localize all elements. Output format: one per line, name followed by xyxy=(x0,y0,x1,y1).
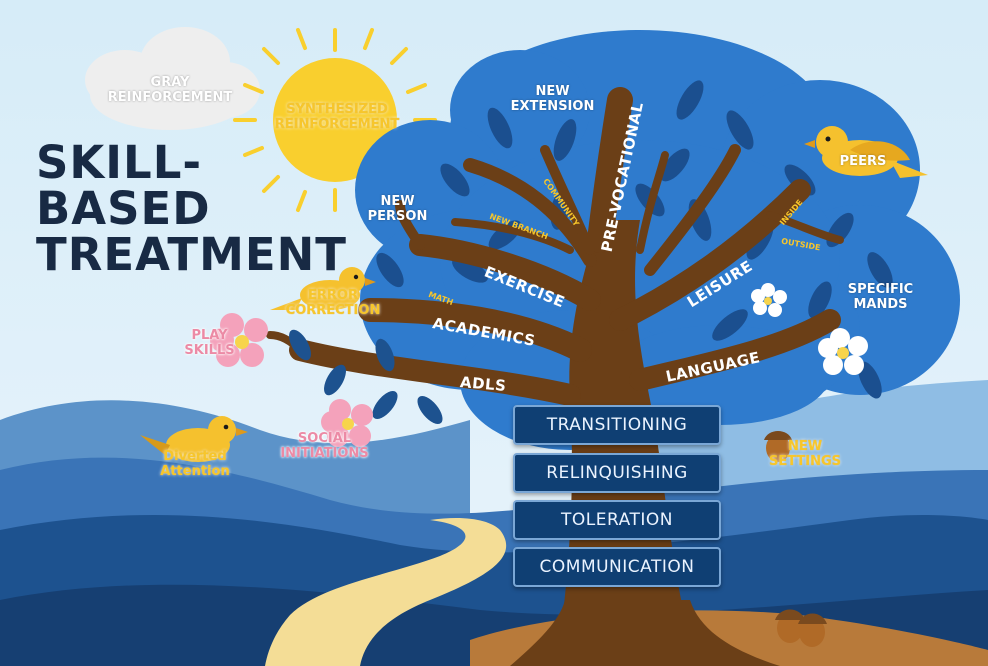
social-initiations-label: SOCIAL INITIATIONS xyxy=(280,431,369,461)
trunk-skill-communication: COMMUNICATION xyxy=(513,547,721,587)
trunk-skill-toleration: TOLERATION xyxy=(513,500,721,540)
trunk-skill-relinquishing: RELINQUISHING xyxy=(513,453,721,493)
sun-label: SYNTHESIZED REINFORCEMENT xyxy=(274,102,400,132)
new-person-label: NEW PERSON xyxy=(367,194,428,224)
bird-diverted-attention xyxy=(140,416,248,462)
diverted-attention-label: Diverted Attention xyxy=(160,449,230,479)
cloud-shape xyxy=(85,27,260,130)
branch-leaves-left xyxy=(289,329,443,425)
peers-label: PEERS xyxy=(839,154,887,169)
bird-error-correction xyxy=(270,267,376,310)
cloud-label: GRAY REINFORCEMENT xyxy=(107,75,233,105)
specific-mands-label: SPECIFIC MANDS xyxy=(847,282,914,312)
pink-flower-social xyxy=(321,399,373,447)
bird-peers xyxy=(804,126,928,178)
title-line-3: TREATMENT xyxy=(36,228,347,281)
new-settings-label: NEW SETTINGS xyxy=(768,439,842,469)
title-line-1: SKILL- xyxy=(36,136,203,189)
white-flower-leisure xyxy=(751,283,787,317)
acorn-new-settings xyxy=(764,431,792,462)
page-title: SKILL- BASED TREATMENT xyxy=(36,140,347,278)
tree-canopy xyxy=(355,30,960,450)
error-correction-label: ERROR CORRECTION xyxy=(285,288,381,318)
winding-path xyxy=(265,518,507,666)
new-extension-label: NEW EXTENSION xyxy=(510,84,595,114)
acorns-ground xyxy=(775,609,827,647)
trunk-skill-transitioning: TRANSITIONING xyxy=(513,405,721,445)
pink-flower-play xyxy=(210,313,268,367)
play-skills-label: PLAY SKILLS xyxy=(184,328,235,358)
sun-shape xyxy=(233,28,437,212)
title-line-2: BASED xyxy=(36,182,211,235)
white-flower-language xyxy=(818,328,868,375)
